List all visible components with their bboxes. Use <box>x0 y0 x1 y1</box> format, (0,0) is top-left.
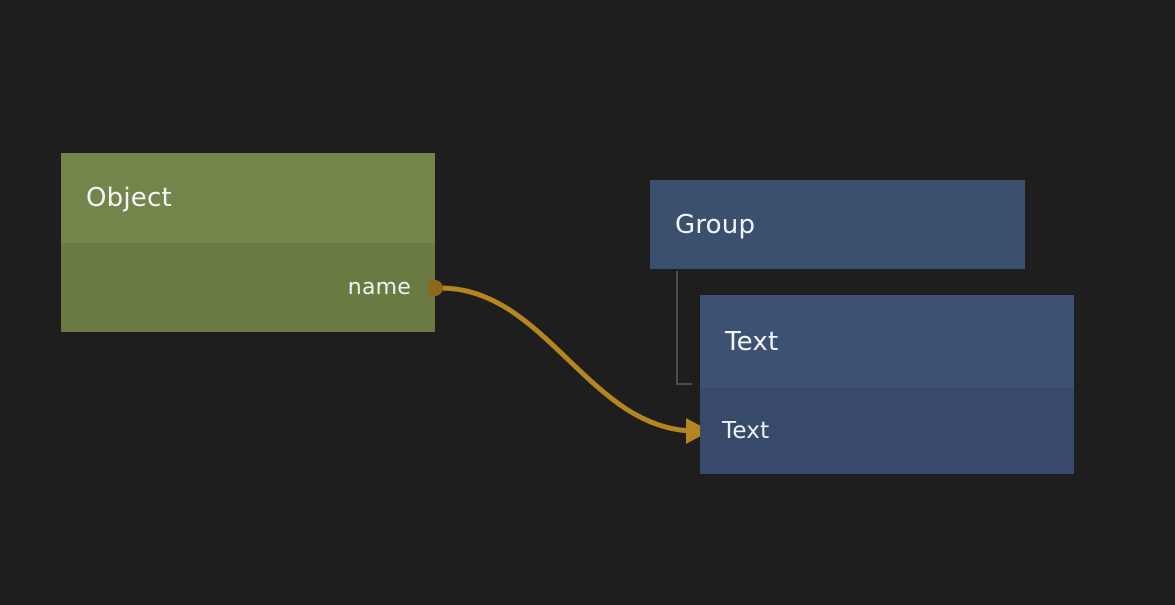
node-text[interactable]: Text Text <box>700 295 1074 474</box>
node-object-row-name[interactable]: name <box>61 243 435 332</box>
node-group[interactable]: Group <box>650 180 1025 269</box>
node-text-body: Text <box>700 388 1074 474</box>
node-object-title: Object <box>86 183 172 213</box>
node-text-header[interactable]: Text <box>700 295 1074 388</box>
data-edge-object-name-to-text[interactable] <box>438 285 698 434</box>
node-text-row-text-label: Text <box>722 417 770 444</box>
node-object-row-name-label: name <box>347 274 411 300</box>
node-text-title: Text <box>725 326 779 357</box>
node-text-row-text[interactable]: Text <box>700 388 1074 474</box>
containment-elbow-group-text <box>676 271 692 385</box>
node-object-body: name <box>61 243 435 332</box>
node-group-title: Group <box>675 209 756 240</box>
node-object[interactable]: Object name <box>61 153 435 332</box>
node-group-header[interactable]: Group <box>650 180 1025 269</box>
node-object-header[interactable]: Object <box>61 153 435 243</box>
port-object-name-output[interactable] <box>427 280 443 296</box>
